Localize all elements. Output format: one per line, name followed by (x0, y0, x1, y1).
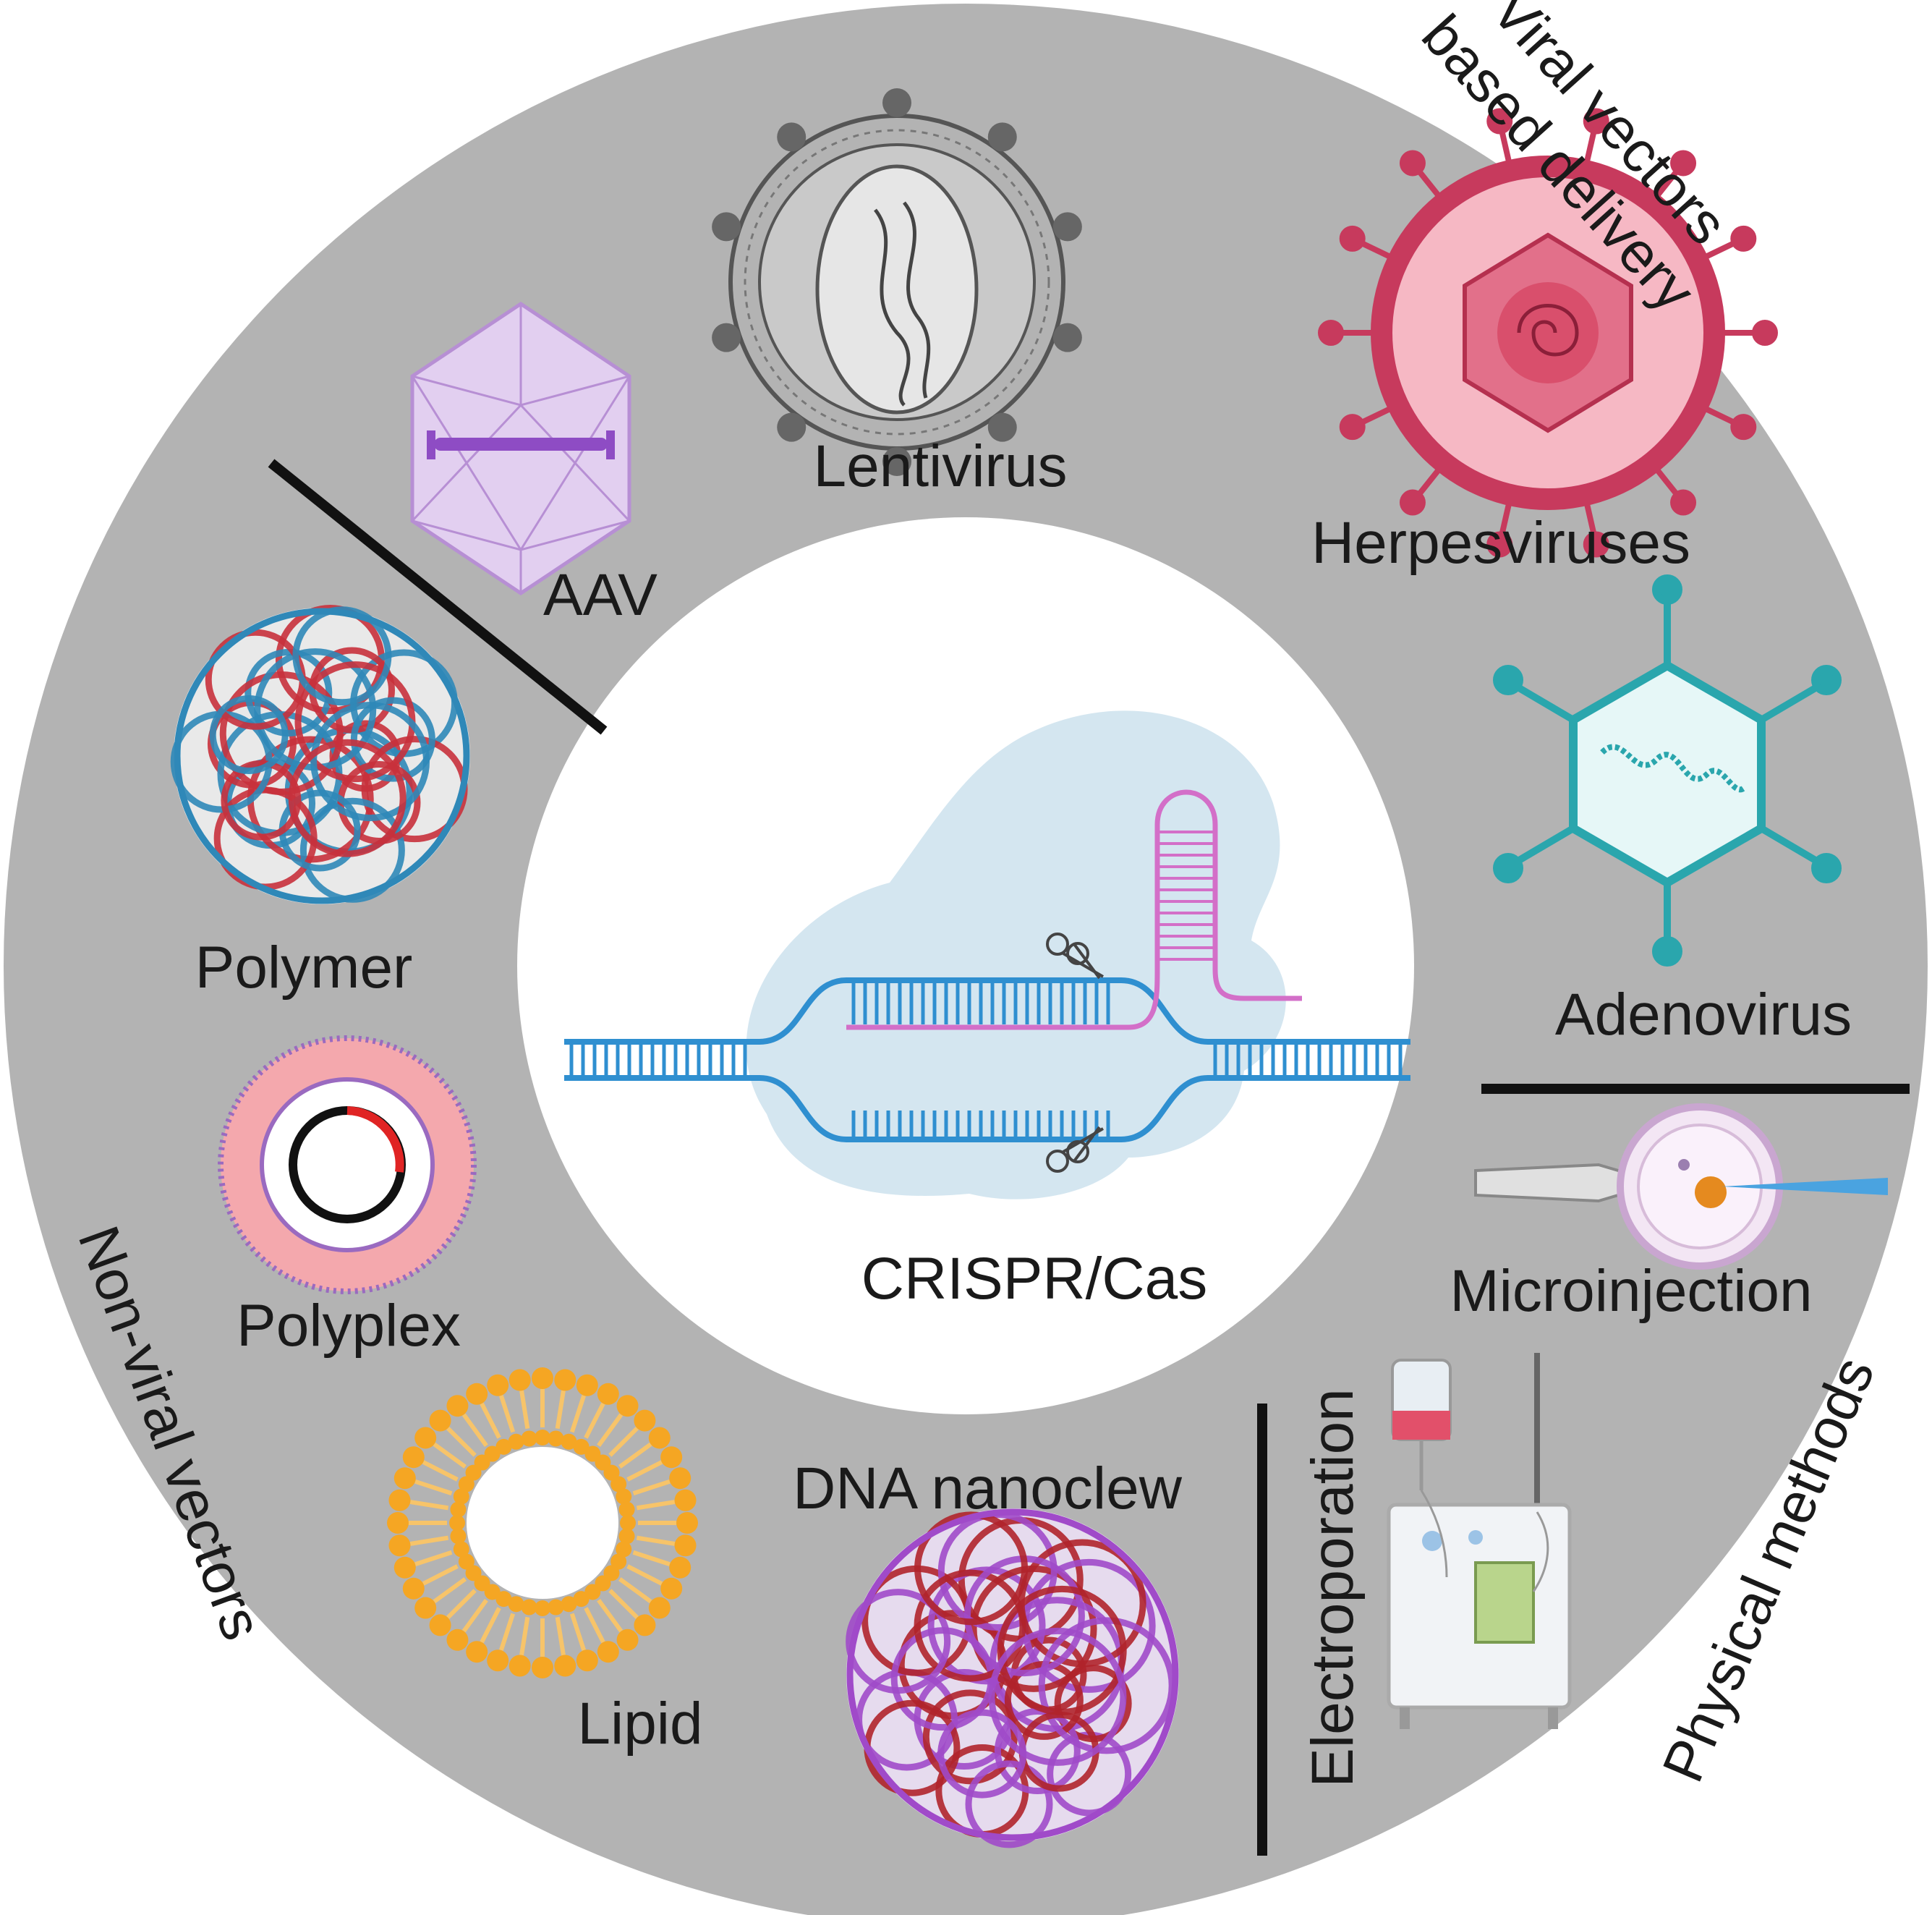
adenovirus-label: Adenovirus (1555, 982, 1852, 1048)
herpesviruses-label: Herpesviruses (1311, 510, 1690, 576)
lentivirus-label: Lentivirus (814, 433, 1068, 499)
polymer-label: Polymer (195, 935, 413, 1001)
aav-label: AAV (543, 562, 658, 628)
divider-viral-nonviral (268, 459, 608, 735)
polyplex-label: Polyplex (237, 1293, 461, 1359)
scissors-icon (1046, 933, 1105, 980)
herpesvirus-icon (1318, 108, 1778, 558)
cas-protein-blob (746, 710, 1286, 1199)
guide-rna-rungs (1157, 831, 1215, 961)
polymer-icon (170, 604, 470, 904)
microinjection-label: Microinjection (1450, 1258, 1812, 1324)
electroporation-icon (1387, 1353, 1572, 1729)
dna-bottom-strand (564, 1075, 1410, 1142)
microinjection-icon (1474, 1103, 1888, 1270)
dna-top-strand (564, 977, 1410, 1045)
dna-nanoclew-label: DNA nanoclew (793, 1456, 1183, 1521)
polyplex-icon (218, 1035, 477, 1294)
aav-icon (410, 301, 631, 596)
lipid-icon (387, 1367, 698, 1678)
crispr-cas-illustration (564, 710, 1410, 1199)
center-label: CRISPR/Cas (861, 1246, 1207, 1312)
guide-rna (846, 789, 1302, 1030)
dna-rungs (569, 983, 1403, 1137)
electroporation-label: Electroporation (1300, 1388, 1366, 1788)
adenovirus-icon (1493, 574, 1842, 967)
lipid-label: Lipid (577, 1691, 702, 1757)
lentivirus-icon (712, 88, 1082, 476)
scissors-icon (1046, 1126, 1105, 1173)
dna-nanoclew-icon (846, 1508, 1179, 1848)
